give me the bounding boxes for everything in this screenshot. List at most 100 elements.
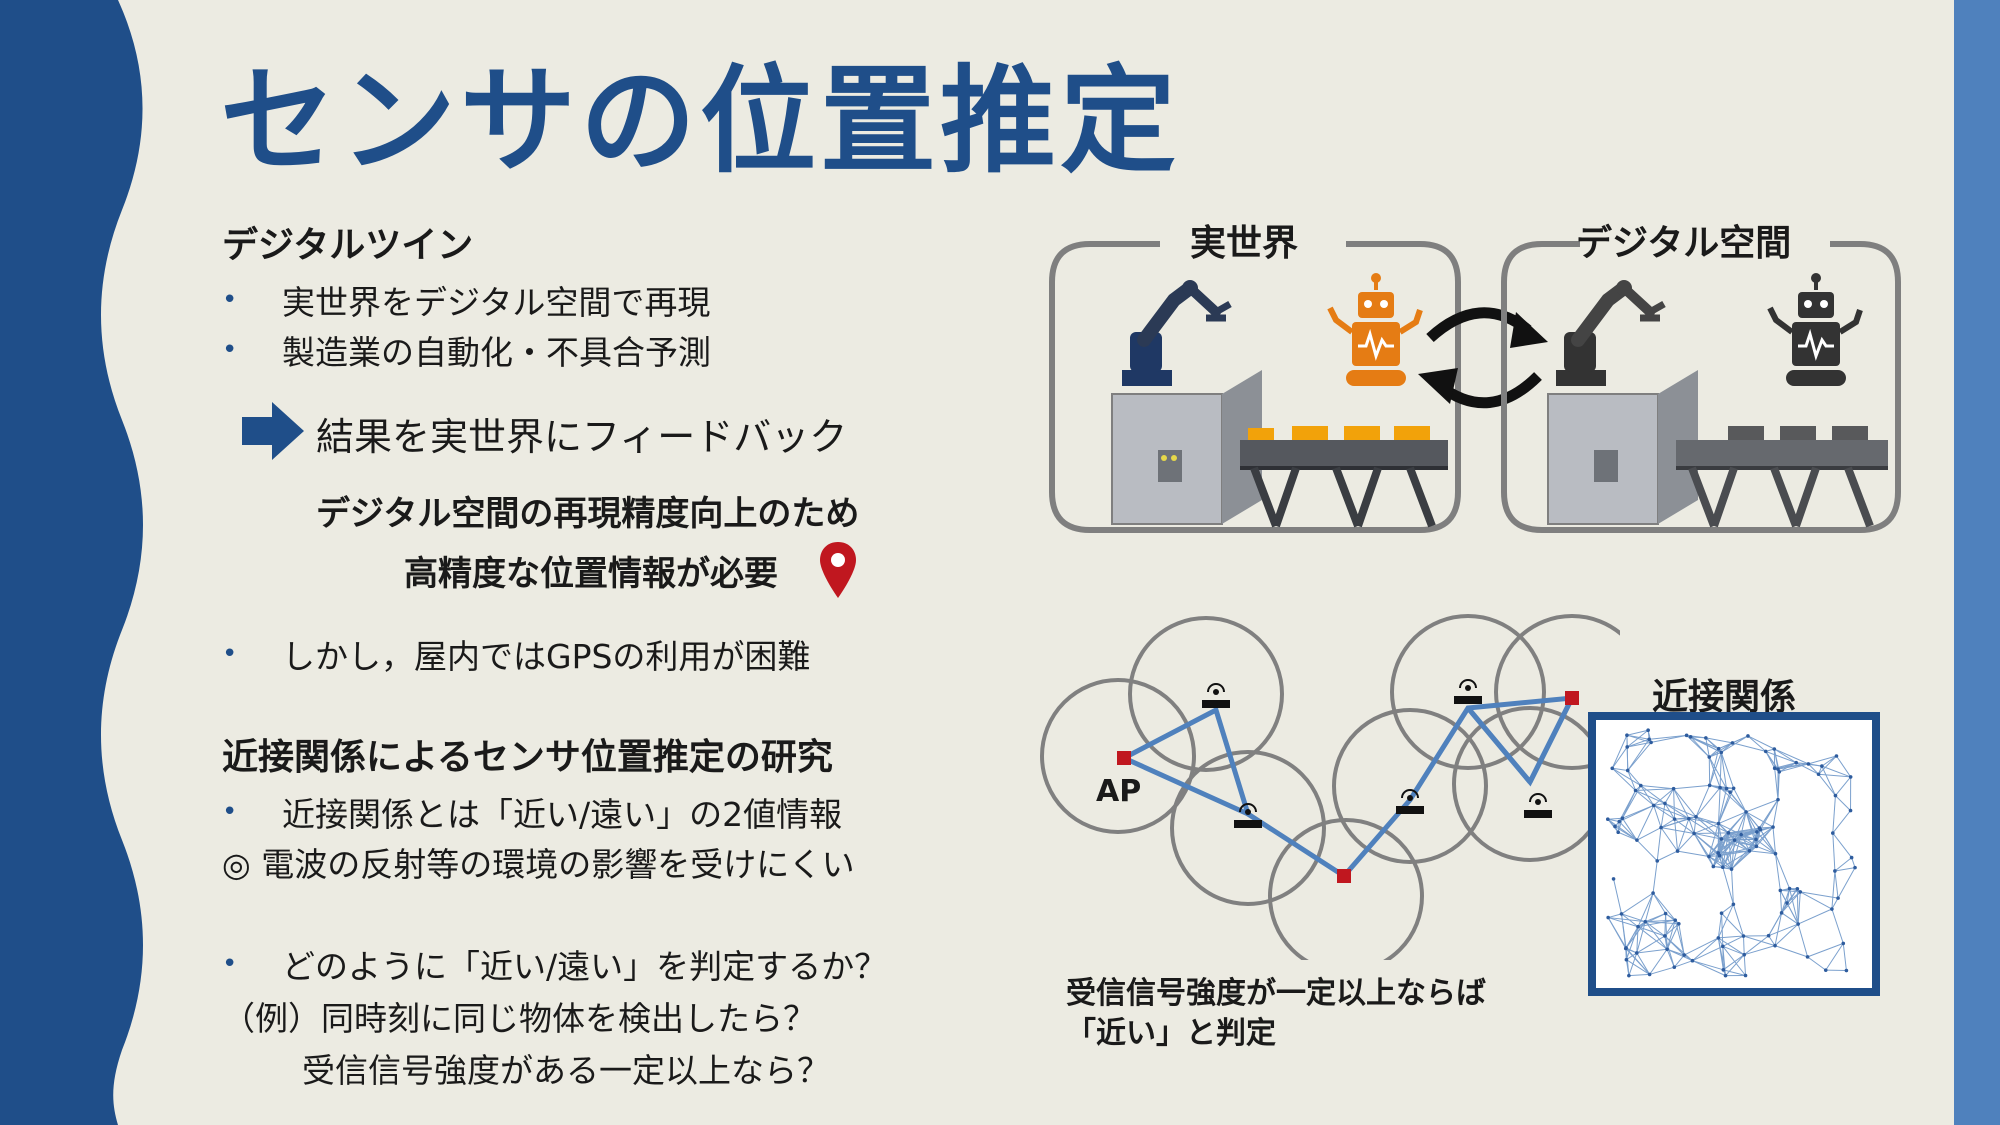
graph-edge [1677, 850, 1710, 857]
graph-node [1690, 958, 1695, 963]
graph-node [1757, 826, 1762, 830]
graph-edge [1651, 734, 1687, 743]
graph-edge [1728, 827, 1760, 834]
graph-edge [1708, 839, 1735, 857]
feedback-text: 結果を実世界にフィードバック [316, 415, 848, 459]
graph-edge [1774, 853, 1781, 891]
graph-edge [1692, 960, 1724, 971]
graph-edge [1731, 845, 1757, 870]
graph-edge [1673, 954, 1685, 968]
graph-edge [1768, 923, 1799, 937]
graph-edge [1797, 908, 1833, 925]
graph-node [1673, 918, 1678, 922]
graph-edge [1722, 834, 1742, 868]
graph-edge [1759, 826, 1774, 829]
graph-edge [1728, 832, 1742, 836]
graph-edge [1621, 785, 1642, 819]
graph-edge [1745, 799, 1779, 813]
graph-edge [1800, 891, 1833, 910]
graph-edge [1708, 748, 1720, 758]
graph-edge [1842, 943, 1847, 971]
graph-node [1754, 844, 1759, 849]
graph-edge [1740, 834, 1757, 847]
graph-node [1773, 851, 1778, 856]
graph-edge [1636, 926, 1639, 953]
graph-edge [1772, 799, 1779, 828]
graph-edge [1644, 921, 1668, 950]
graph-edge [1747, 735, 1775, 750]
graph-node [1619, 912, 1624, 916]
graph-edge [1607, 818, 1620, 823]
graph-edge [1832, 832, 1853, 858]
graph-edge [1645, 919, 1676, 923]
graph-edge [1626, 729, 1649, 748]
graph-edge [1781, 888, 1791, 913]
graph-edge [1619, 804, 1654, 822]
graph-edge [1832, 795, 1836, 834]
graph-edge [1789, 888, 1799, 925]
caption-line-1: 受信信号強度が一定以上ならば [1066, 976, 1486, 1011]
location-pin-icon [820, 542, 856, 598]
graph-edge [1821, 755, 1837, 767]
graph-node [1625, 768, 1630, 773]
graph-edge [1611, 746, 1628, 769]
graph-node [1744, 810, 1748, 814]
bullet-text: どのように「近い/遠い」を判定するか？ [282, 947, 888, 986]
graph-node [1634, 951, 1639, 955]
graph-edge [1653, 804, 1690, 820]
graph-node [1849, 855, 1854, 860]
graph-edge [1749, 850, 1776, 855]
graph-edge [1779, 890, 1783, 913]
graph-edge [1807, 956, 1827, 971]
graph-edge [1628, 952, 1638, 976]
graph-edge [1786, 888, 1791, 904]
graph-edge [1695, 785, 1711, 818]
graph-edge [1765, 750, 1797, 764]
graph-edge [1664, 802, 1697, 818]
graph-node [1730, 741, 1735, 745]
graph-edge [1627, 741, 1652, 748]
graph-node [1625, 745, 1630, 749]
graph-edge [1692, 945, 1724, 962]
graph-edge [1721, 903, 1734, 914]
graph-edge [1728, 832, 1757, 847]
graph-node [1716, 936, 1721, 940]
graph-edge [1835, 776, 1852, 796]
graph-edge [1674, 920, 1685, 956]
graph-edge [1758, 827, 1776, 854]
graph-edge [1664, 802, 1690, 820]
graph-edge [1720, 752, 1735, 789]
graph-edge [1636, 827, 1662, 841]
graph-edge [1781, 912, 1799, 925]
graph-node [1798, 890, 1803, 894]
machine-icon [1111, 370, 1262, 525]
section-heading-proximity: 近接関係によるセンサ位置推定の研究 [222, 737, 833, 778]
graph-node [1823, 968, 1828, 972]
graph-edge [1653, 802, 1666, 806]
graph-edge [1618, 790, 1637, 822]
graph-edge [1652, 892, 1667, 914]
graph-edge [1755, 827, 1760, 847]
graph-edge [1611, 767, 1642, 786]
graph-node [1659, 825, 1663, 830]
graph-node [1742, 952, 1747, 957]
graph-node [1688, 735, 1693, 739]
graph-edge [1708, 856, 1732, 870]
graph-edge [1732, 742, 1766, 752]
graph-node [1833, 793, 1838, 798]
graph-node [1805, 955, 1810, 959]
graph-node [1834, 754, 1839, 758]
page-title: センサの位置推定 [220, 54, 1180, 189]
graph-node [1795, 886, 1800, 891]
graph-node [1731, 902, 1736, 907]
bullet-item: • どのように「近い/遠い」を判定するか？ [222, 940, 887, 988]
graph-node [1617, 819, 1622, 824]
graph-edge [1664, 935, 1685, 956]
graph-edge [1718, 791, 1731, 824]
graph-edge [1636, 948, 1668, 954]
graph-edge [1718, 823, 1722, 840]
graph-node [1796, 922, 1800, 926]
graph-edge [1665, 913, 1676, 921]
graph-node [1731, 786, 1736, 791]
graph-edge [1666, 919, 1676, 950]
